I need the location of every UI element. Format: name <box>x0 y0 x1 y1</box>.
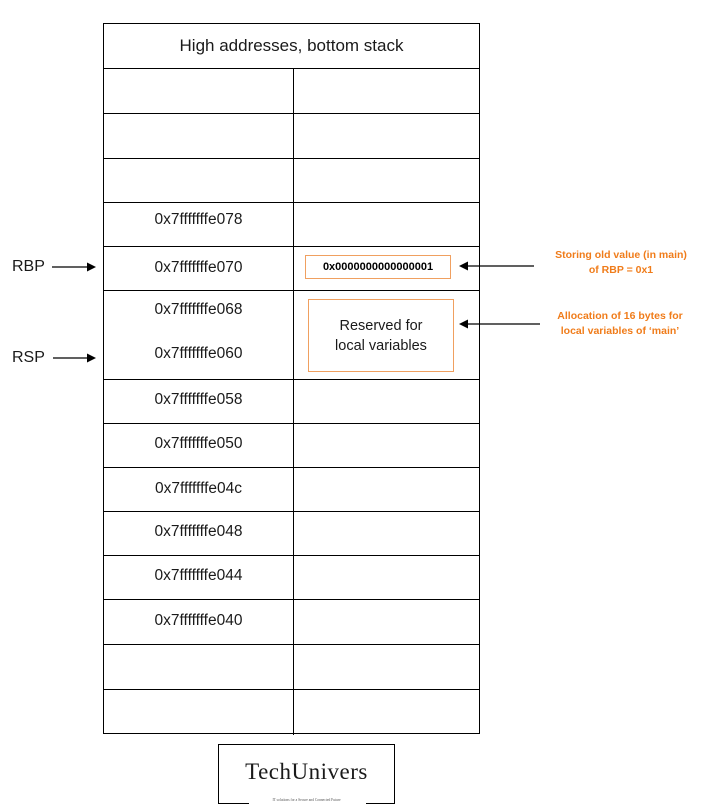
rbp-storage-note: Storing old value (in main) of RBP = 0x1 <box>531 248 703 278</box>
address-label: 0x7fffffffe040 <box>154 612 243 629</box>
note-line: Allocation of 16 bytes for <box>557 310 683 322</box>
address-label: 0x7fffffffe060 <box>154 345 243 362</box>
rbp-label: RBP <box>12 258 45 275</box>
note-line: Storing old value (in main) <box>555 249 687 261</box>
rsp-arrow-icon <box>53 353 96 363</box>
stack-header: High addresses, bottom stack <box>104 24 479 69</box>
reserved-locals-box: Reserved for local variables <box>308 299 454 372</box>
allocation-note: Allocation of 16 bytes for local variabl… <box>530 309 703 339</box>
row-separator <box>104 423 479 424</box>
rsp-label: RSP <box>12 349 45 366</box>
address-label: 0x7fffffffe044 <box>154 567 243 584</box>
row-separator <box>104 379 479 380</box>
old-rbp-value-box: 0x0000000000000001 <box>305 255 451 279</box>
note-line: local variables of ‘main’ <box>560 325 680 337</box>
address-label: 0x7fffffffe078 <box>154 211 243 228</box>
address-label: 0x7fffffffe068 <box>154 301 243 318</box>
row-separator <box>104 689 479 690</box>
column-divider <box>293 69 294 735</box>
old-value-arrow-icon <box>459 261 534 271</box>
row-separator <box>104 644 479 645</box>
address-label: 0x7fffffffe04c <box>154 480 243 497</box>
row-separator <box>104 158 479 159</box>
row-separator <box>104 246 479 247</box>
note-line: of RBP = 0x1 <box>588 264 654 276</box>
address-label: 0x7fffffffe058 <box>154 391 243 408</box>
row-separator <box>104 555 479 556</box>
row-separator <box>104 202 479 203</box>
row-separator <box>104 599 479 600</box>
row-separator <box>104 113 479 114</box>
address-label: 0x7fffffffe070 <box>154 259 243 276</box>
row-separator <box>104 511 479 512</box>
logo-name: TechUnivers <box>245 759 368 784</box>
stack-diagram: High addresses, bottom stack 0x7fffffffe… <box>103 23 480 735</box>
address-label: 0x7fffffffe050 <box>154 435 243 452</box>
allocation-arrow-icon <box>459 319 540 329</box>
techunivers-logo: TechUnivers IT solutions for a Secure an… <box>218 744 395 805</box>
logo-border-gap <box>249 800 366 805</box>
logo-tagline: IT solutions for a Secure and Connected … <box>272 798 341 802</box>
rbp-arrow-icon <box>52 262 96 272</box>
row-separator <box>104 290 479 291</box>
row-separator <box>104 467 479 468</box>
address-label: 0x7fffffffe048 <box>154 523 243 540</box>
